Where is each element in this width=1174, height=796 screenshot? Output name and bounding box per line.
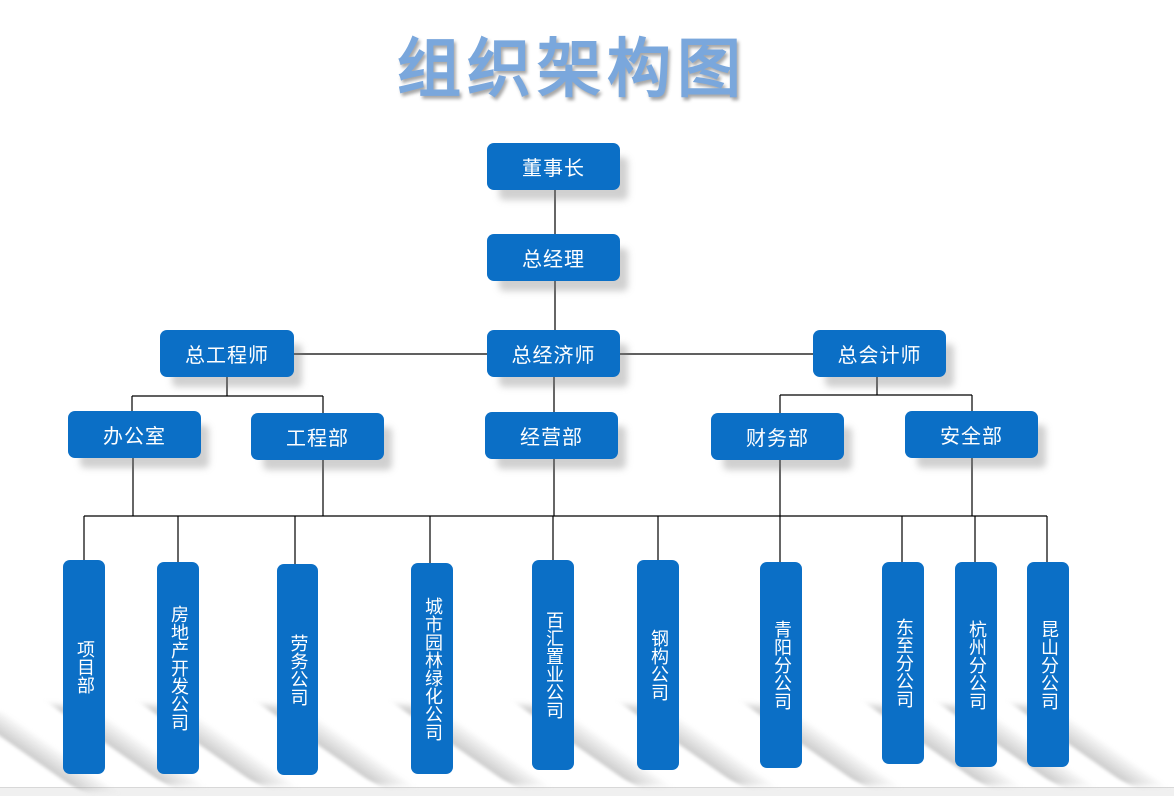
subsidiary-box-project: 项目部 bbox=[63, 560, 105, 774]
subsidiary-box-qingyang: 青阳分公司 bbox=[760, 562, 802, 768]
bottom-edge bbox=[0, 787, 1174, 796]
department-box-safety: 安全部 bbox=[905, 411, 1038, 458]
subsidiary-box-real-estate: 房地产开发公司 bbox=[157, 562, 199, 774]
subsidiary-box-landscaping: 城市园林绿化公司 bbox=[411, 563, 453, 774]
chairman-box: 董事长 bbox=[487, 143, 620, 190]
chief-accountant-box: 总会计师 bbox=[813, 330, 946, 377]
subsidiary-box-steel: 钢构公司 bbox=[637, 560, 679, 770]
department-box-office: 办公室 bbox=[68, 411, 201, 458]
department-box-finance: 财务部 bbox=[711, 413, 844, 460]
page-title: 组织架构图 bbox=[397, 32, 747, 107]
subsidiary-box-hangzhou: 杭州分公司 bbox=[955, 562, 997, 767]
general-manager-box: 总经理 bbox=[487, 234, 620, 281]
subsidiary-box-dongzhi: 东至分公司 bbox=[882, 562, 924, 764]
department-box-business: 经营部 bbox=[485, 412, 618, 459]
subsidiary-box-kunshan: 昆山分公司 bbox=[1027, 562, 1069, 767]
chief-engineer-box: 总工程师 bbox=[160, 330, 294, 377]
subsidiary-box-baihui: 百汇置业公司 bbox=[532, 560, 574, 770]
subsidiary-box-labor: 劳务公司 bbox=[277, 564, 318, 775]
department-box-engineering: 工程部 bbox=[251, 413, 384, 460]
chief-economist-box: 总经济师 bbox=[487, 330, 620, 377]
